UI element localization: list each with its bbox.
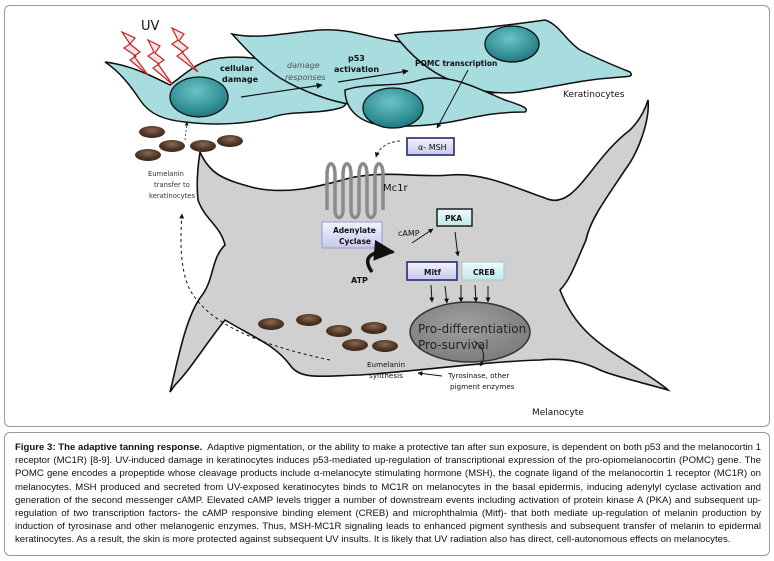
mc1r-label: Mc1r	[383, 183, 408, 194]
mitf-box	[406, 261, 458, 281]
arrow-tyrosinase-to-eumelanin	[417, 371, 443, 377]
alpha-msh-box	[406, 137, 455, 156]
melanin-granules-transfer	[135, 126, 243, 161]
melanocyte-cell	[169, 99, 671, 393]
tf-to-nucleus-arrows	[429, 284, 491, 304]
eumelanin-synthesis-label-2: synthesis	[369, 371, 403, 380]
uv-lightning-icon	[120, 26, 199, 85]
tyrosinase-label-1: Tyrosinase, other	[447, 371, 509, 380]
pro-survival-label: Pro-survival	[418, 338, 489, 352]
arrow-eumelanin-to-keratinocytes	[179, 213, 331, 361]
arrow-msh-to-mc1r	[374, 140, 401, 158]
pomc-transcription-label: POMC transcription	[415, 59, 497, 68]
pka-box	[436, 208, 473, 227]
atp-curved-arrow	[366, 239, 396, 274]
keratinocyte-nucleus-3	[484, 25, 540, 63]
arrow-camp-to-pka	[411, 228, 434, 244]
eumelanin-transfer-label-1: Eumelanin	[148, 170, 184, 178]
atp-label: ATP	[351, 276, 368, 285]
arrow-pka-to-tf	[454, 231, 460, 257]
uv-label: UV	[141, 19, 160, 34]
damage-responses-label-2: responses	[285, 73, 326, 82]
caption-box	[4, 432, 770, 556]
arrow-transfer-up	[184, 121, 189, 141]
creb-label: CREB	[473, 268, 495, 277]
adenylate-cyclase-box	[321, 221, 383, 249]
eumelanin-transfer-label-2: transfer to	[154, 181, 190, 189]
melanin-granules-melanocyte	[258, 314, 398, 352]
cellular-damage-label-2: damage	[222, 75, 259, 84]
eumelanin-synthesis-label-1: Eumelanin	[367, 360, 405, 369]
p53-label: p53	[348, 54, 365, 63]
arrow-pomc-to-msh	[436, 69, 469, 129]
melanocyte-label: Melanocyte	[532, 408, 584, 418]
melanocyte-nucleus	[409, 301, 531, 363]
caption-title: Figure 3: The adaptive tanning response.	[15, 442, 203, 453]
cyclase-label: Cyclase	[339, 237, 371, 246]
keratinocyte-nucleus-2	[362, 87, 424, 129]
arrow-p53-to-pomc	[337, 68, 409, 83]
pka-label: PKA	[445, 214, 462, 223]
pro-differentiation-label: Pro-differentiation	[418, 322, 526, 336]
creb-box	[461, 261, 505, 281]
figure-caption: Figure 3: The adaptive tanning response.…	[15, 441, 761, 547]
mitf-label: Mitf	[424, 268, 442, 277]
arrow-damage-to-response	[240, 82, 323, 98]
tyrosinase-label-2: pigment enzymes	[450, 382, 515, 391]
arrow-nucleus-to-tyrosinase	[473, 340, 485, 367]
alpha-msh-label: α- MSH	[418, 143, 447, 152]
camp-label: cAMP	[398, 229, 420, 238]
keratinocyte-nucleus-1	[169, 76, 229, 118]
eumelanin-transfer-label-3: keratinocytes	[149, 192, 195, 200]
caption-body: Adaptive pigmentation, or the ability to…	[15, 442, 761, 546]
mc1r-receptor-icon	[325, 162, 385, 220]
cellular-damage-label-1: cellular	[220, 64, 253, 73]
adenylate-label: Adenylate	[333, 226, 376, 235]
keratinocytes-label: Keratinocytes	[563, 90, 625, 100]
p53-activation-label: activation	[334, 65, 379, 74]
damage-responses-label-1: damage	[287, 61, 320, 70]
tanning-diagram: Pro-differentiation Pro-survival UV cell…	[104, 19, 671, 418]
